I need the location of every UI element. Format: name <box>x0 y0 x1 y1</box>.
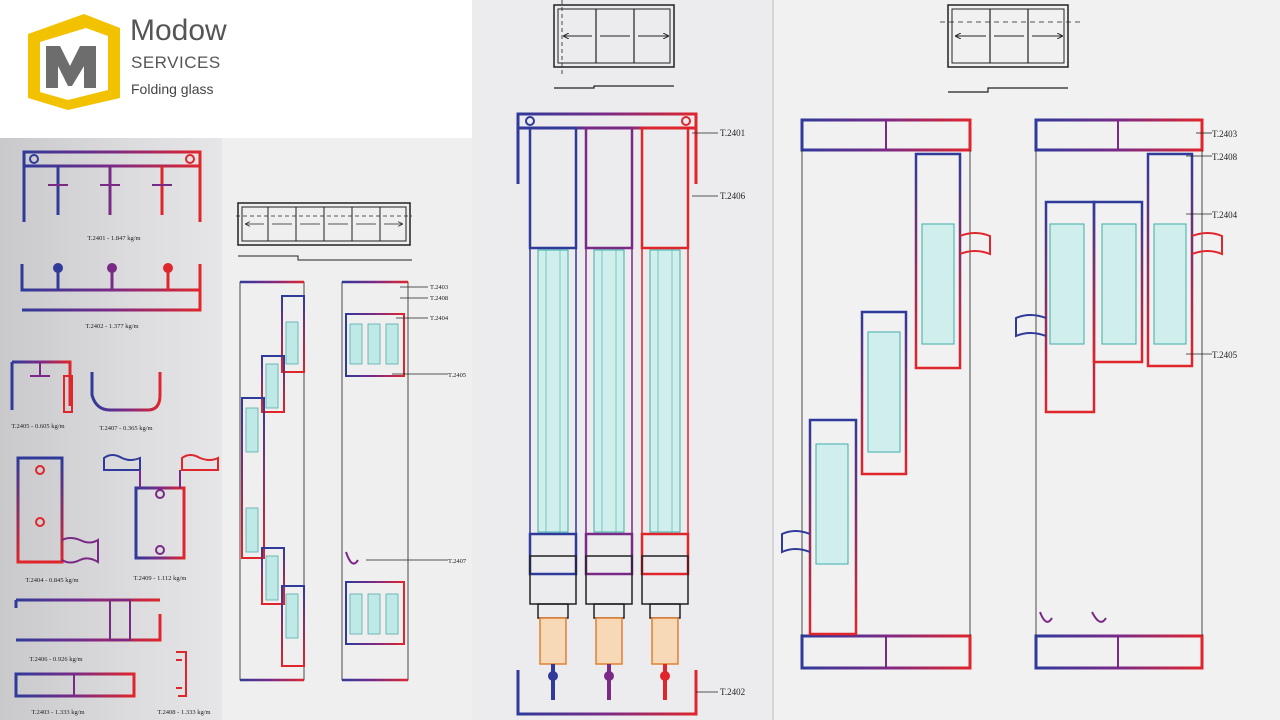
profile-t2402 <box>20 263 202 312</box>
panel-divider <box>772 0 774 720</box>
right-callout-t2408: T.2408 <box>1212 152 1238 162</box>
mid-callout-t2404: T.2404 <box>430 315 449 322</box>
mid-callout-lines <box>366 286 448 561</box>
brand-name: Modow <box>130 14 227 47</box>
profile-t2404 <box>16 456 99 564</box>
mid-top-schematic <box>236 202 412 261</box>
mid-callout-t2408: T.2408 <box>430 295 448 302</box>
label-t2405: T.2405 - 0.605 kg/m <box>11 423 64 430</box>
mid-callout-t2407: T.2407 <box>448 558 467 565</box>
label-t2407: T.2407 - 0.365 kg/m <box>99 425 152 432</box>
center-top-schematic <box>553 0 675 89</box>
logo-area: Modow SERVICES Folding glass <box>0 0 472 138</box>
center-section <box>516 112 698 716</box>
center-callout-t2402: T.2402 <box>720 687 745 697</box>
center-callout-lines <box>692 132 718 693</box>
label-t2402: T.2402 - 1.377 kg/m <box>85 323 138 330</box>
label-t2403: T.2403 - 1.333 kg/m <box>31 709 84 716</box>
mid-callout-t2403: T.2403 <box>430 284 448 291</box>
brand-tagline: Folding glass <box>131 81 214 97</box>
profile-t2409 <box>103 454 219 560</box>
right-top-schematic <box>940 4 1082 93</box>
profile-t2407 <box>90 372 162 412</box>
right-callout-lines <box>1186 132 1212 355</box>
profile-t2406 <box>14 598 162 642</box>
mid-plan-right <box>341 280 409 682</box>
profile-t2405 <box>10 360 73 413</box>
label-t2409: T.2409 - 1.112 kg/m <box>134 575 187 582</box>
right-plan-left <box>781 118 991 670</box>
profile-t2403 <box>14 672 136 698</box>
label-t2408: T.2408 - 1.333 kg/m <box>157 709 210 716</box>
label-t2406: T.2406 - 0.926 kg/m <box>29 656 82 663</box>
brand-subtitle: SERVICES <box>131 53 221 72</box>
label-t2404: T.2404 - 0.845 kg/m <box>25 577 78 584</box>
right-callout-t2404: T.2404 <box>1212 210 1238 220</box>
right-callout-t2405: T.2405 <box>1212 350 1238 360</box>
profile-t2401 <box>22 150 202 222</box>
mid-plan-left <box>239 280 305 682</box>
mid-callout-t2405: T.2405 <box>448 372 466 379</box>
right-callout-t2403: T.2403 <box>1212 129 1238 139</box>
modow-logo-icon <box>28 14 120 110</box>
center-callout-t2406: T.2406 <box>720 191 746 201</box>
right-plan-right <box>1015 118 1223 670</box>
center-callout-t2401: T.2401 <box>720 128 745 138</box>
label-t2401: T.2401 - 1.847 kg/m <box>87 235 140 242</box>
profile-t2408 <box>176 651 187 697</box>
